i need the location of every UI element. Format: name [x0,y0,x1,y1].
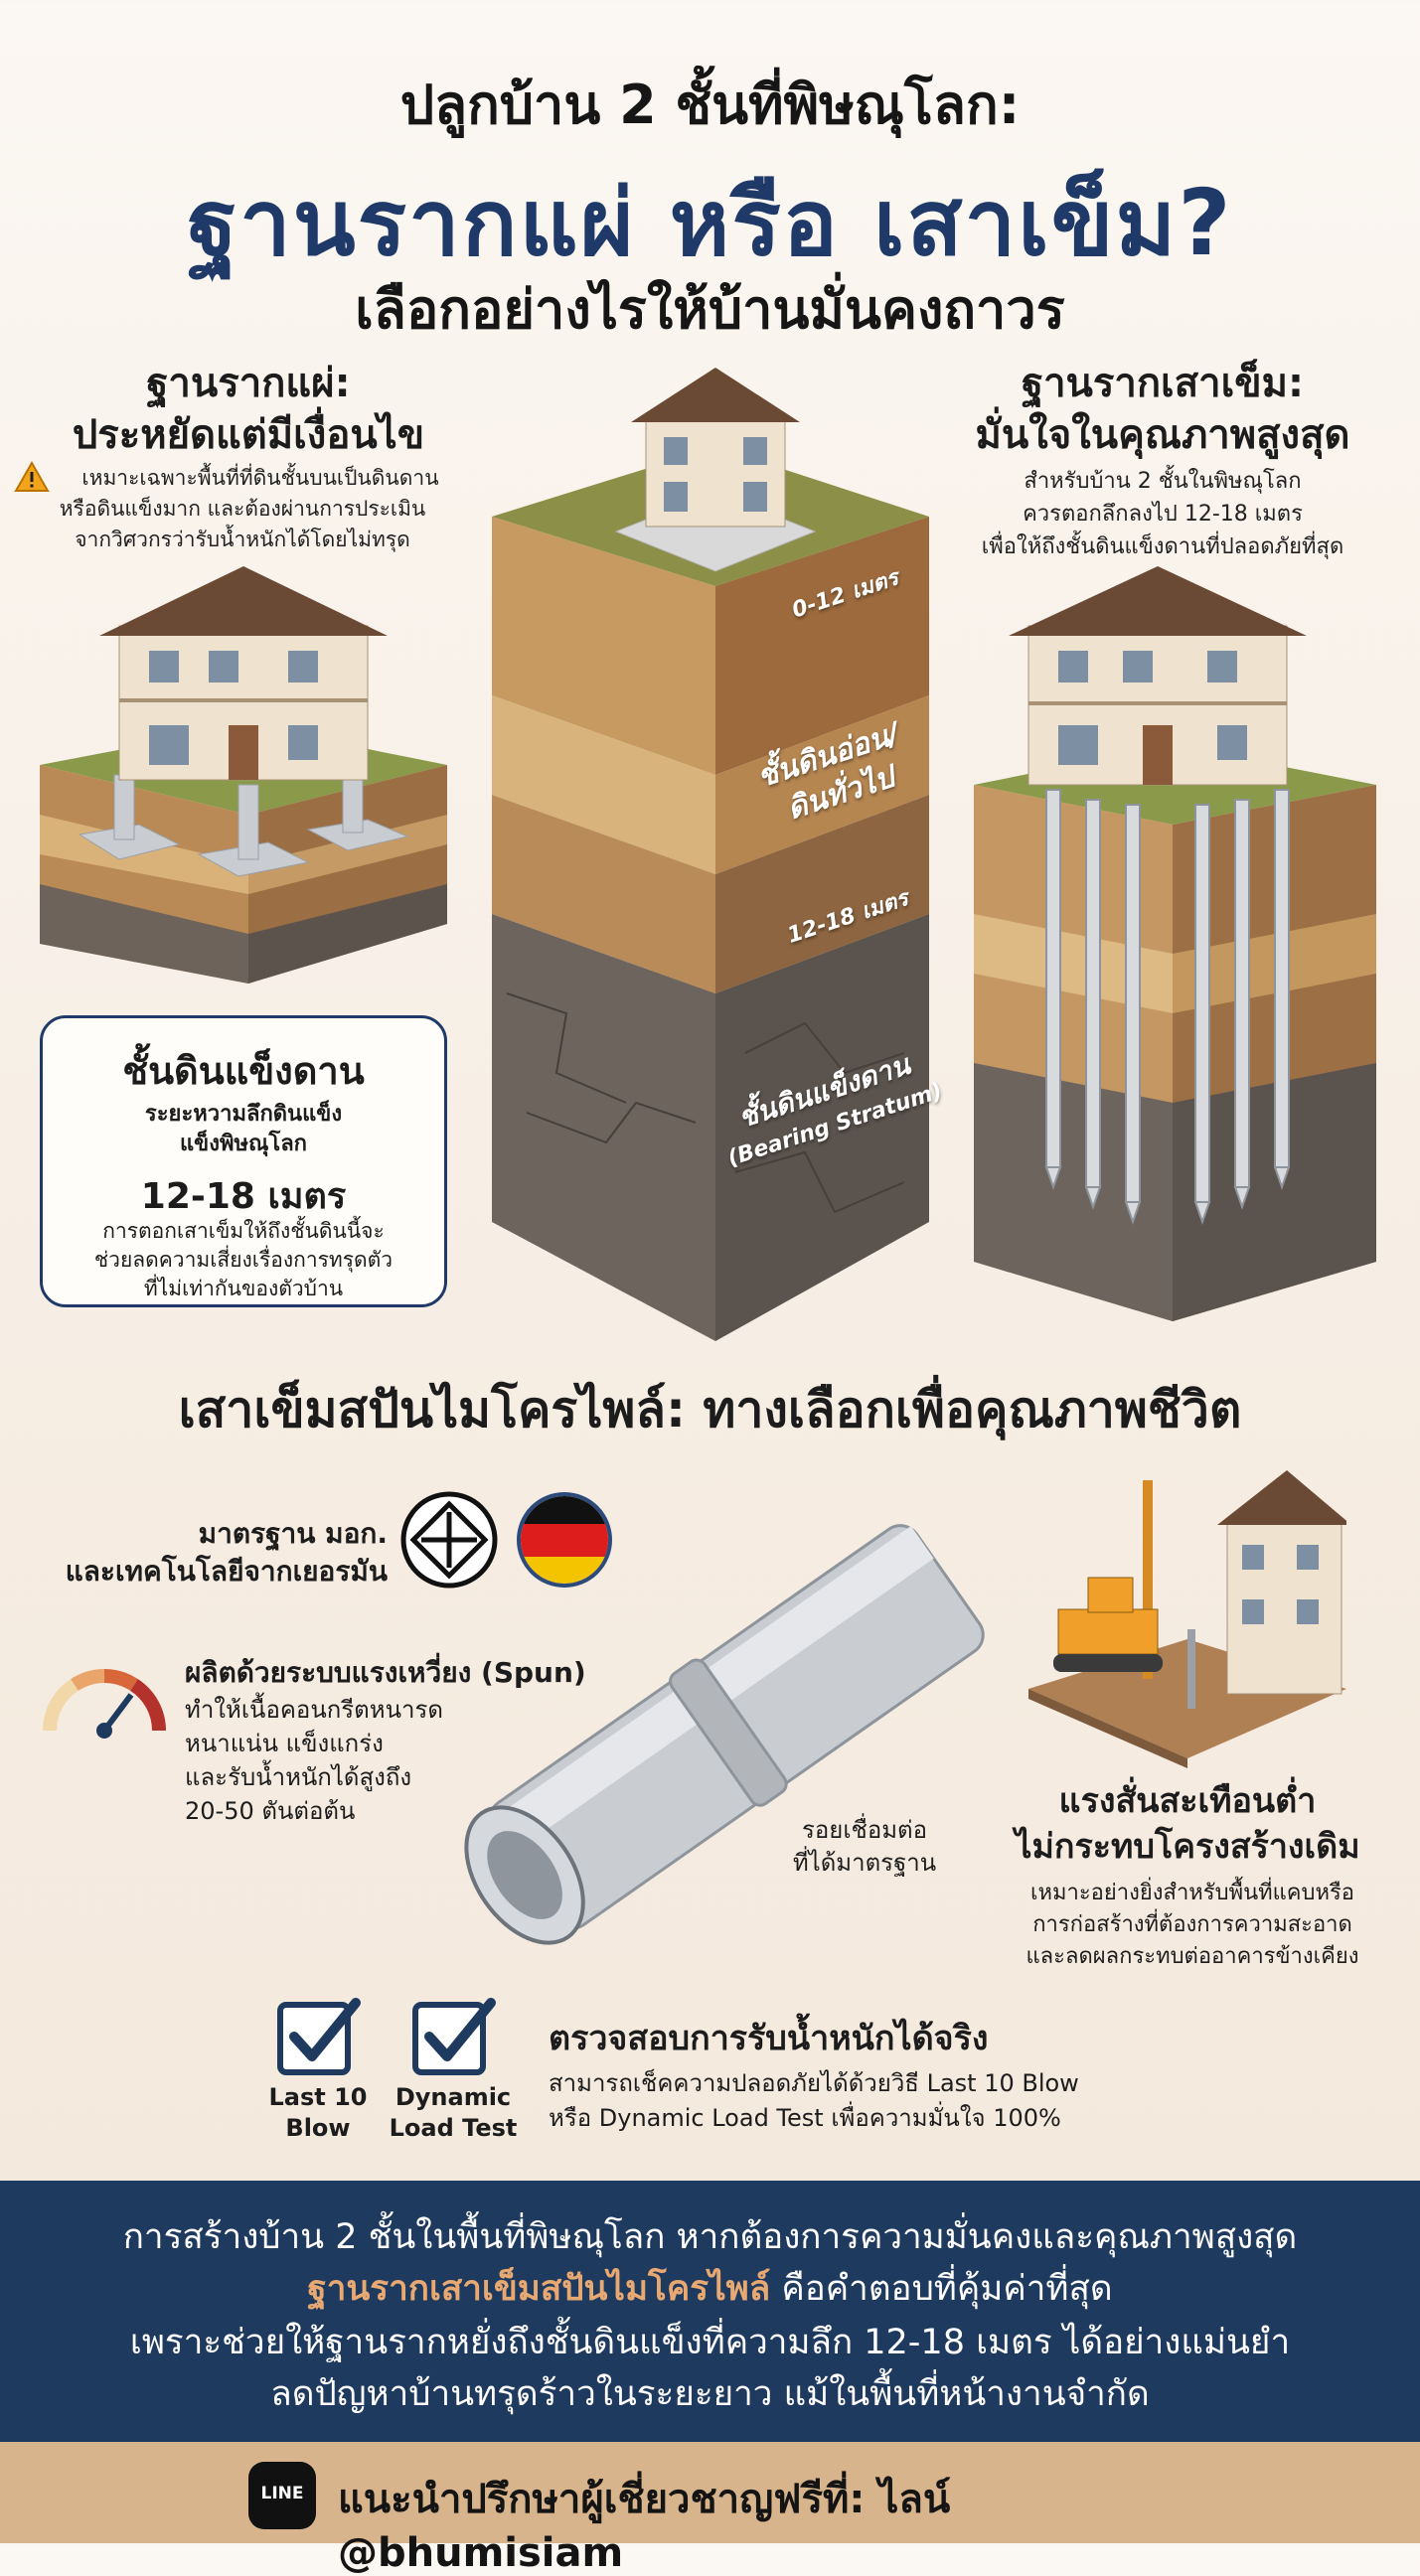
checkbox-icon [277,1998,361,2075]
pile-foundation-title: ฐานรากเสาเข็ม: มั่นใจในคุณภาพสูงสุด [954,358,1371,461]
info-box-title: ชั้นดินแข็งดาน [122,1049,365,1093]
line-icon-text: LINE [260,2484,304,2503]
weld-line-1: รอยเชื่อมต่อ [801,1816,928,1844]
tisi-standard-icon [400,1491,498,1589]
shallow-title-line-2: ประหยัดแต่มีเงื่อนไข [72,412,425,458]
spun-line-3: และรับน้ำหนักได้สูงถึง [185,1763,412,1791]
checkbox-icon [412,1998,496,2075]
summary-line-2-rest: คือคำตอบที่คุ้มค่าที่สุด [770,2269,1113,2309]
weld-label: รอยเชื่อมต่อ ที่ได้มาตรฐาน [755,1814,974,1880]
pile-foundation-note: สำหรับบ้าน 2 ชั้นในพิษณุโลก ควรตอกลึกลงไ… [949,465,1376,563]
load-test-title: ตรวจสอบการรับน้ำหนักได้จริง [549,2019,989,2058]
shallow-foundation-title: ฐานรากแผ่: ประหยัดแต่มีเงื่อนไข [40,358,457,461]
spun-line-4: 20-50 ตันต่อต้น [185,1797,356,1825]
warning-icon [14,461,50,492]
header-line-1: ปลูกบ้าน 2 ชั้นที่พิษณุโลก: [399,74,1021,136]
info-desc-line-2: ช่วยลดความเสี่ยงเรื่องการทรุดตัว [93,1248,394,1272]
summary-line-3: เพราะช่วยให้ฐานรากหยั่งถึงชั้นดินแข็งที่… [129,2323,1291,2362]
shallow-foundation-illustration [40,566,447,984]
pile-title-line-2: มั่นใจในคุณภาพสูงสุด [975,412,1350,458]
spun-line-1: ทำให้เนื้อคอนกรีตหนารด [185,1696,443,1724]
spun-micropile-illustration [464,1524,985,1945]
vib-desc-line-1: เหมาะอย่างยิ่งสำหรับพื้นที่แคบหรือ [1029,1881,1355,1905]
main-title: ฐานรากแผ่ หรือ เสาเข็ม? [187,170,1233,276]
last-10-blow-label: Last 10 Blow [248,2082,388,2144]
info-desc-line-1: การตอกเสาเข็มให้ถึงชั้นดินนี้จะ [102,1219,385,1243]
summary-line-4: ลดปัญหาบ้านทรุดร้าวในระยะยาว แม้ในพื้นที… [270,2374,1150,2414]
check2-line-2: Load Test [389,2114,518,2142]
header-line-3: เลือกอย่างไรให้บ้านมั่นคงถาวร [355,278,1065,341]
vib-desc-line-3: และลดผลกระทบต่ออาคารข้างเคียง [1026,1944,1359,1969]
pile-note-line-2: ควรตอกลึกลงไป 12-18 เมตร [1023,502,1303,527]
info-sub-line-1: ระยะหวามลึกดินแข็ง [144,1102,343,1127]
germany-flag-icon [517,1492,612,1588]
weld-line-2: ที่ได้มาตรฐาน [792,1849,937,1877]
load-line-2: หรือ Dynamic Load Test เพื่อความมั่นใจ 1… [549,2104,1061,2132]
shallow-note-line-1: เหมาะเฉพาะพื้นที่ที่ดินชั้นบนเป็นดินดาน [81,466,439,490]
standard-line-2: และเทคโนโลยีจากเยอรมัน [65,1555,388,1588]
pile-title-line-1: ฐานรากเสาเข็ม: [1022,361,1304,406]
low-vibration-title: แรงสั่นสะเทือนต่ำ ไม่กระทบโครงสร้างเดิม [974,1778,1401,1870]
pile-note-line-3: เพื่อให้ถึงชั้นดินแข็งดานที่ปลอดภัยที่สุ… [981,534,1344,559]
pile-rig-illustration [1028,1470,1346,1768]
shallow-title-line-1: ฐานรากแผ่: [146,361,351,406]
vib-title-line-1: แรงสั่นสะเทือนต่ำ [1058,1781,1317,1821]
standard-label: มาตรฐาน มอก. และเทคโนโลยีจากเยอรมัน [40,1515,388,1591]
spun-title: ผลิตด้วยระบบแรงเหวี่ยง (Spun) [185,1656,586,1689]
standard-line-1: มาตรฐาน มอก. [198,1517,388,1550]
summary-line-1: การสร้างบ้าน 2 ชั้นในพื้นที่พิษณุโลก หาก… [122,2217,1298,2257]
info-box-depth: 12-18 เมตร [140,1176,347,1217]
line-app-icon[interactable]: LINE [248,2462,316,2529]
pile-foundation-illustration [974,566,1376,1321]
dynamic-load-test-label: Dynamic Load Test [384,2082,523,2144]
summary-band [0,2181,1420,2442]
spun-line-2: หนาแน่น แข็งแกร่ง [185,1730,384,1757]
vib-title-line-2: ไม่กระทบโครงสร้างเดิม [1015,1827,1360,1867]
info-desc-line-3: ที่ไม่เท่ากันของตัวบ้าน [143,1277,344,1300]
shallow-foundation-note: เหมาะเฉพาะพื้นที่ที่ดินชั้นบนเป็นดินดาน … [14,463,471,555]
summary-line-2: ฐานรากเสาเข็มสปันไมโครไพล์ คือคำตอบที่คุ… [0,2261,1420,2316]
soil-profile-illustration [492,368,929,1341]
shallow-note-line-3: จากวิศวกรว่ารับน้ำหนักได้โดยไม่ทรุด [75,528,410,551]
load-line-1: สามารถเช็คความปลอดภัยได้ด้วยวิธี Last 10… [549,2069,1079,2097]
cta-bar[interactable] [0,2442,1420,2543]
check1-line-1: Last 10 [268,2083,368,2111]
info-box-description: การตอกเสาเข็มให้ถึงชั้นดินนี้จะ ช่วยลดคว… [43,1217,444,1303]
cta-text[interactable]: แนะนำปรึกษาผู้เชี่ยวชาญฟรีที่: ไลน์ @bhu… [338,2477,951,2576]
bearing-stratum-info-box: ชั้นดินแข็งดาน ระยะหวามลึกดินแข็ง แข็งพิ… [40,1015,447,1307]
check2-line-1: Dynamic [394,2083,512,2111]
shallow-note-line-2: หรือดินแข็งมาก และต้องผ่านการประเมิน [59,497,426,521]
spun-description: ทำให้เนื้อคอนกรีตหนารด หนาแน่น แข็งแกร่ง… [185,1693,483,1828]
check1-line-2: Blow [285,2114,351,2142]
info-sub-line-2: แข็งพิษณุโลก [180,1132,307,1156]
gauge-icon [43,1669,166,1739]
vib-desc-line-2: การก่อสร้างที่ต้องการความสะอาด [1032,1912,1352,1937]
pile-note-line-1: สำหรับบ้าน 2 ชั้นในพิษณุโลก [1024,469,1302,494]
info-box-subtitle: ระยะหวามลึกดินแข็ง แข็งพิษณุโลก [43,1100,444,1159]
low-vibration-description: เหมาะอย่างยิ่งสำหรับพื้นที่แคบหรือ การก่… [979,1878,1406,1973]
summary-highlight: ฐานรากเสาเข็มสปันไมโครไพล์ [307,2269,771,2309]
micropile-section-title: เสาเข็มสปันไมโครไพล์: ทางเลือกเพื่อคุณภา… [178,1381,1242,1439]
load-test-description: สามารถเช็คความปลอดภัยได้ด้วยวิธี Last 10… [549,2066,1363,2136]
